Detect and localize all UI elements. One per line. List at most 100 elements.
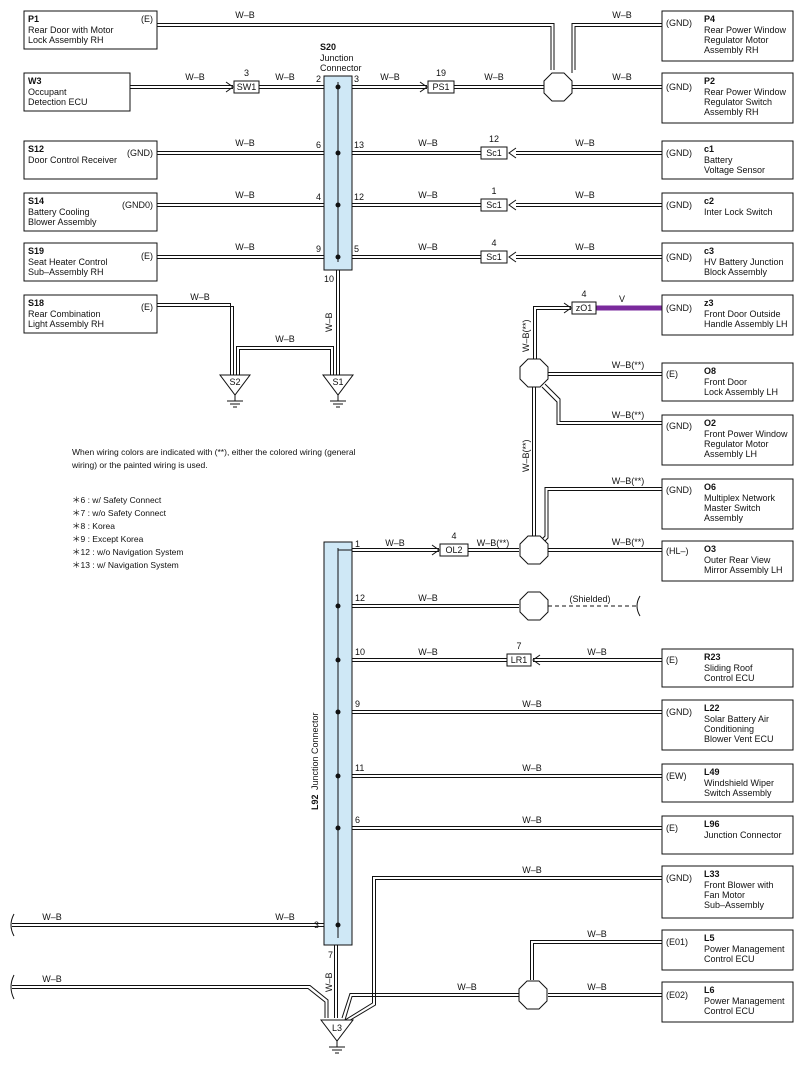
svg-text:Switch Assembly: Switch Assembly <box>704 788 772 798</box>
svg-text:S2: S2 <box>229 377 240 387</box>
component-o6: O6 Multiplex Network Master Switch Assem… <box>661 478 794 530</box>
svg-text:W–B: W–B <box>185 72 205 82</box>
ground-l3: L3 <box>319 1019 355 1054</box>
svg-text:W–B: W–B <box>324 972 334 992</box>
svg-text:W–B: W–B <box>575 138 595 148</box>
svg-text:Power Management: Power Management <box>704 996 785 1006</box>
component-p1: P1 Rear Door with Motor Lock Assembly RH… <box>23 10 158 50</box>
svg-text:3: 3 <box>314 920 319 930</box>
svg-text:7: 7 <box>516 641 521 651</box>
connector-sc1-12: Sc1 12 <box>480 134 517 160</box>
svg-text:S18: S18 <box>28 298 44 308</box>
ground-s2: S2 <box>219 374 251 408</box>
svg-text:Battery Cooling: Battery Cooling <box>28 207 90 217</box>
svg-text:Front Blower with: Front Blower with <box>704 880 774 890</box>
svg-text:zO1: zO1 <box>576 303 593 313</box>
wire-color-labels: W–B W–B W–B W–B W–B W–B W–B W–B W–B W–B … <box>42 10 644 992</box>
svg-text:Regulator Motor: Regulator Motor <box>704 439 769 449</box>
svg-text:Power Management: Power Management <box>704 944 785 954</box>
svg-text:6: 6 <box>355 815 360 825</box>
connector-ps1: PS1 19 <box>419 68 455 94</box>
svg-text:W–B: W–B <box>385 538 405 548</box>
diagram-notes: When wiring colors are indicated with (*… <box>72 446 362 572</box>
component-c1: c1 Battery Voltage Sensor (GND) <box>661 140 794 180</box>
svg-text:Control ECU: Control ECU <box>704 673 755 683</box>
svg-text:W–B: W–B <box>522 699 542 709</box>
svg-text:Rear Power Window: Rear Power Window <box>704 87 787 97</box>
svg-text:P2: P2 <box>704 76 715 86</box>
svg-text:1: 1 <box>355 539 360 549</box>
svg-text:c2: c2 <box>704 196 714 206</box>
svg-text:(GND0): (GND0) <box>122 200 153 210</box>
svg-text:W–B: W–B <box>235 138 255 148</box>
svg-text:Front Door Outside: Front Door Outside <box>704 309 781 319</box>
svg-text:L3: L3 <box>332 1023 342 1033</box>
svg-text:W–B: W–B <box>612 10 632 20</box>
svg-text:W–B: W–B <box>587 982 607 992</box>
footnote: ＊12 : w/o Navigation System <box>72 547 184 557</box>
svg-text:(GND): (GND) <box>666 82 692 92</box>
splice-points <box>518 72 573 1010</box>
component-l5: L5 Power Management Control ECU (E01) <box>661 929 794 971</box>
svg-text:9: 9 <box>316 244 321 254</box>
svg-text:Battery: Battery <box>704 155 733 165</box>
svg-text:W–B: W–B <box>275 334 295 344</box>
svg-text:Mirror Assembly LH: Mirror Assembly LH <box>704 565 783 575</box>
junction-l92: L92 Junction Connector <box>310 541 353 946</box>
component-l22: L22 Solar Battery Air Conditioning Blowe… <box>661 699 794 751</box>
svg-text:W–B: W–B <box>522 815 542 825</box>
svg-text:(HL–): (HL–) <box>666 546 689 556</box>
svg-text:SW1: SW1 <box>237 82 257 92</box>
svg-text:W–B: W–B <box>575 190 595 200</box>
ground-s1: S1 <box>322 374 354 408</box>
svg-text:Control ECU: Control ECU <box>704 954 755 964</box>
svg-text:W–B: W–B <box>418 138 438 148</box>
splice-point <box>519 358 549 388</box>
svg-text:Rear Combination: Rear Combination <box>28 309 101 319</box>
svg-text:(GND): (GND) <box>666 200 692 210</box>
s20-line1: Junction <box>320 53 354 63</box>
svg-text:W–B(**): W–B(**) <box>612 360 645 370</box>
svg-text:W–B: W–B <box>235 242 255 252</box>
svg-text:3: 3 <box>354 74 359 84</box>
svg-text:LR1: LR1 <box>511 655 528 665</box>
svg-text:(E): (E) <box>666 369 678 379</box>
l92-name: Junction Connector <box>310 712 320 790</box>
svg-text:(GND): (GND) <box>666 485 692 495</box>
connector-lr1: LR1 7 <box>506 641 541 667</box>
svg-text:Blower Vent ECU: Blower Vent ECU <box>704 734 774 744</box>
svg-text:13: 13 <box>354 140 364 150</box>
svg-text:4: 4 <box>451 531 456 541</box>
component-o8: O8 Front Door Lock Assembly LH (E) <box>661 362 794 402</box>
svg-text:W–B: W–B <box>380 72 400 82</box>
svg-text:3: 3 <box>244 68 249 78</box>
svg-text:z3: z3 <box>704 298 714 308</box>
svg-text:Assembly RH: Assembly RH <box>704 45 759 55</box>
svg-text:Rear Door with Motor: Rear Door with Motor <box>28 25 114 35</box>
pin-numbers: 2 3 6 13 4 12 9 5 10 1 12 10 9 11 6 3 7 <box>314 74 365 960</box>
svg-text:W–B: W–B <box>587 647 607 657</box>
svg-text:12: 12 <box>355 593 365 603</box>
svg-text:Assembly: Assembly <box>704 513 744 523</box>
component-l6: L6 Power Management Control ECU (E02) <box>661 981 794 1023</box>
svg-text:Regulator Switch: Regulator Switch <box>704 97 772 107</box>
svg-text:(GND): (GND) <box>127 148 153 158</box>
footnote: ＊8 : Korea <box>72 521 115 531</box>
svg-text:Master Switch: Master Switch <box>704 503 761 513</box>
svg-text:9: 9 <box>355 699 360 709</box>
svg-text:L33: L33 <box>704 869 720 879</box>
svg-text:(EW): (EW) <box>666 771 687 781</box>
svg-text:(Shielded): (Shielded) <box>569 594 610 604</box>
svg-text:(E): (E) <box>141 251 153 261</box>
svg-text:(GND): (GND) <box>666 252 692 262</box>
svg-text:4: 4 <box>316 192 321 202</box>
component-c2: c2 Inter Lock Switch (GND) <box>661 192 794 232</box>
footnote: ＊9 : Except Korea <box>72 534 144 544</box>
svg-text:10: 10 <box>324 274 334 284</box>
svg-text:Multiplex Network: Multiplex Network <box>704 493 776 503</box>
inline-connectors: SW1 3 PS1 19 Sc1 12 Sc1 1 Sc1 4 <box>225 68 597 667</box>
svg-text:Junction Connector: Junction Connector <box>704 830 782 840</box>
svg-text:Voltage Sensor: Voltage Sensor <box>704 165 765 175</box>
svg-text:W–B: W–B <box>587 929 607 939</box>
